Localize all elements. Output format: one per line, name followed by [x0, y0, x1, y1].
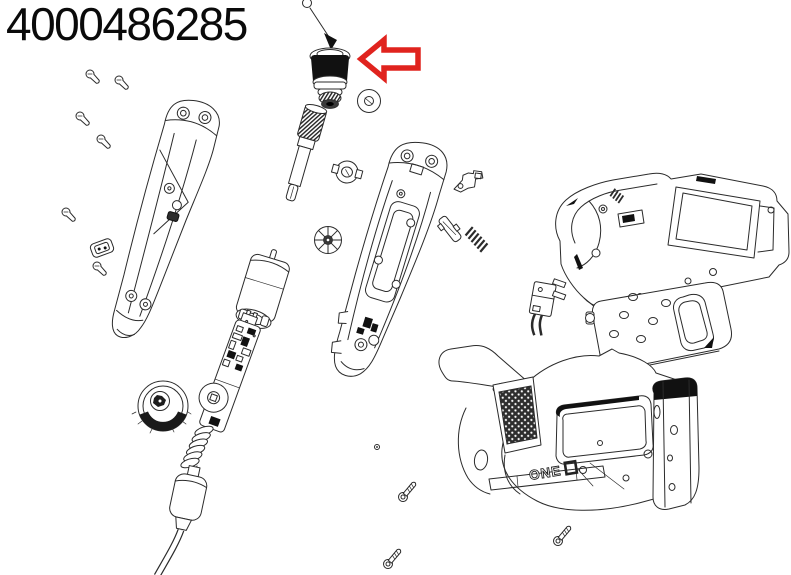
housing-screws	[61, 69, 129, 276]
switch-lever	[453, 170, 484, 193]
washer	[357, 89, 381, 113]
base-upper-housing	[555, 172, 790, 310]
collet-leader-line	[302, 0, 337, 50]
highlight-arrow	[356, 34, 421, 84]
spindle-shaft	[285, 103, 328, 202]
housing-right-half	[330, 141, 448, 377]
fan-impeller	[314, 226, 342, 254]
collet-nut	[309, 47, 351, 109]
lock-slider	[437, 215, 462, 243]
part-number: 4000486285	[6, 0, 247, 50]
brand-label: ONE	[528, 463, 562, 483]
cord-ferrite	[153, 465, 208, 575]
one-plus-logo: ONE	[528, 459, 579, 483]
clip-button	[89, 238, 115, 258]
housing-left-half	[111, 99, 220, 338]
base-lower-housing: ONE	[438, 345, 700, 511]
control-pcb	[198, 309, 261, 433]
shaft-lock-cam	[330, 160, 364, 184]
terminal-block	[528, 278, 567, 336]
tiny-screw	[374, 444, 380, 450]
assembly-screws	[374, 444, 572, 569]
speed-dial-knob	[131, 380, 192, 434]
battery-tower	[652, 377, 700, 510]
spring	[464, 226, 489, 253]
